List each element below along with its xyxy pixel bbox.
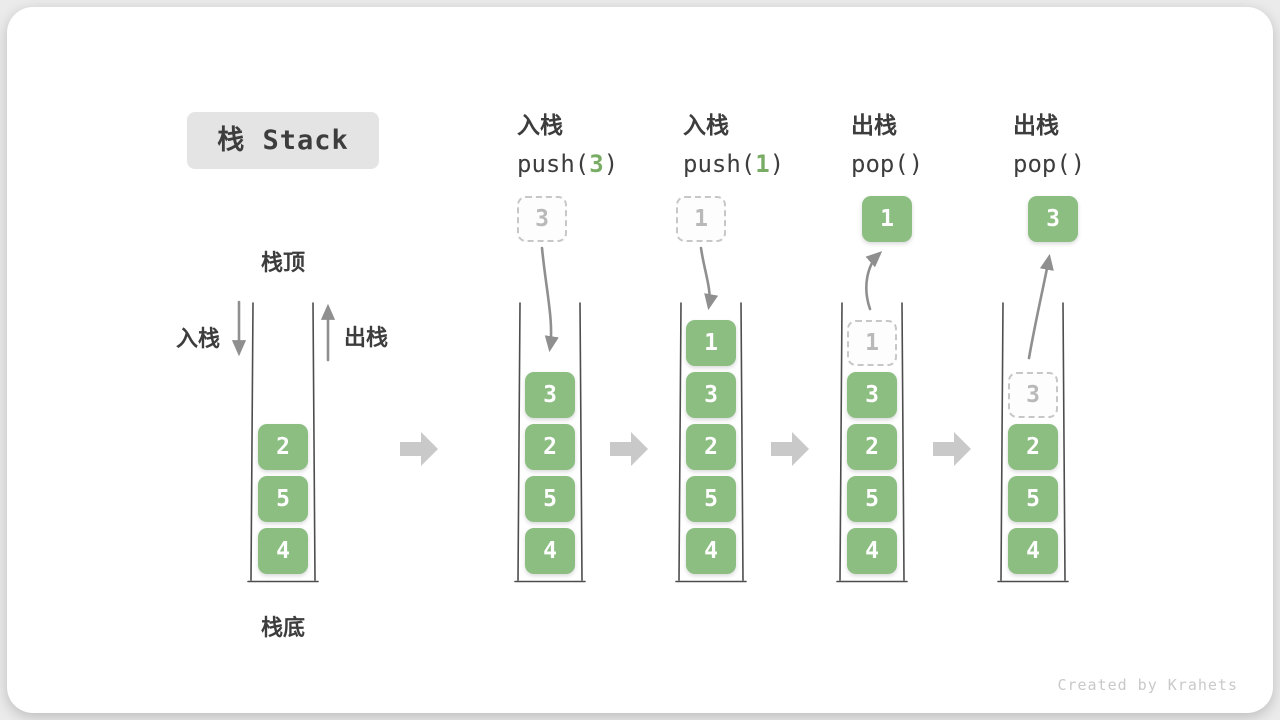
code-pre: pop( bbox=[851, 150, 909, 178]
stack-item: 1 bbox=[686, 320, 736, 366]
op-action-text: 出栈 bbox=[851, 113, 897, 139]
code-pre: pop( bbox=[1013, 150, 1071, 178]
pop-1-arrow bbox=[865, 251, 883, 311]
stack-item: 5 bbox=[847, 476, 897, 522]
stack-item: 2 bbox=[686, 424, 736, 470]
step-transition-arrow-4 bbox=[933, 432, 971, 466]
step-transition-arrow-3 bbox=[771, 432, 809, 466]
stack-item: 5 bbox=[686, 476, 736, 522]
stack-item: 2 bbox=[258, 424, 308, 470]
title-badge: 栈 Stack bbox=[187, 112, 379, 169]
op-action-text: 入栈 bbox=[517, 113, 563, 139]
push-side-label: 入栈 bbox=[176, 327, 221, 352]
code-pre: push( bbox=[683, 150, 756, 178]
stack-item: 3 bbox=[686, 372, 736, 418]
op-label-push-1: 入栈 push(1) bbox=[683, 106, 784, 178]
stack-item: 2 bbox=[525, 424, 575, 470]
stack-bottom-label: 栈底 bbox=[260, 616, 305, 641]
op-code-text: push(1) bbox=[683, 150, 784, 178]
stack-item: 4 bbox=[525, 528, 575, 574]
stack-item: 4 bbox=[258, 528, 308, 574]
stack-item: 3 bbox=[525, 372, 575, 418]
stack-item: 4 bbox=[686, 528, 736, 574]
stack-item: 4 bbox=[1008, 528, 1058, 574]
removed-item-placeholder: 1 bbox=[847, 320, 897, 366]
stack-item: 2 bbox=[1008, 424, 1058, 470]
stack-container-3 bbox=[675, 302, 747, 583]
op-action-text: 出栈 bbox=[1013, 113, 1059, 139]
stack-item: 3 bbox=[847, 372, 897, 418]
watermark-credit: Created by Krahets bbox=[1057, 676, 1238, 694]
code-post: ) bbox=[769, 150, 785, 178]
pop-3-arrow bbox=[1027, 253, 1054, 360]
code-post: ) bbox=[908, 150, 924, 178]
stack-container-4 bbox=[836, 302, 908, 583]
stack-item: 5 bbox=[258, 476, 308, 522]
stack-item: 2 bbox=[847, 424, 897, 470]
stack-container-5 bbox=[997, 302, 1069, 583]
stack-item: 5 bbox=[1008, 476, 1058, 522]
stack-container-1 bbox=[247, 302, 319, 583]
op-code-text: pop() bbox=[1013, 150, 1085, 178]
removed-item-placeholder: 3 bbox=[1008, 372, 1058, 418]
incoming-value-box: 1 bbox=[676, 196, 726, 242]
pop-side-label: 出栈 bbox=[344, 326, 389, 351]
code-post: ) bbox=[1070, 150, 1086, 178]
incoming-value-box: 3 bbox=[517, 196, 567, 242]
stack-container-2 bbox=[514, 302, 586, 583]
op-label-pop-3: 出栈 pop() bbox=[1013, 106, 1085, 178]
op-code-text: pop() bbox=[851, 150, 923, 178]
stack-top-label: 栈顶 bbox=[260, 251, 305, 276]
push-3-arrow bbox=[540, 246, 559, 353]
stack-item: 5 bbox=[525, 476, 575, 522]
code-arg: 3 bbox=[589, 150, 604, 178]
op-code-text: push(3) bbox=[517, 150, 618, 178]
code-pre: push( bbox=[517, 150, 590, 178]
op-action-text: 入栈 bbox=[683, 113, 729, 139]
code-arg: 1 bbox=[755, 150, 770, 178]
op-label-push-3: 入栈 push(3) bbox=[517, 106, 618, 178]
push-1-arrow bbox=[699, 246, 719, 311]
popped-value-box: 1 bbox=[862, 196, 912, 242]
code-post: ) bbox=[603, 150, 619, 178]
step-transition-arrow-2 bbox=[610, 432, 648, 466]
stack-item: 4 bbox=[847, 528, 897, 574]
step-transition-arrow-1 bbox=[400, 432, 438, 466]
op-label-pop-1: 出栈 pop() bbox=[851, 106, 923, 178]
popped-value-box: 3 bbox=[1028, 196, 1078, 242]
